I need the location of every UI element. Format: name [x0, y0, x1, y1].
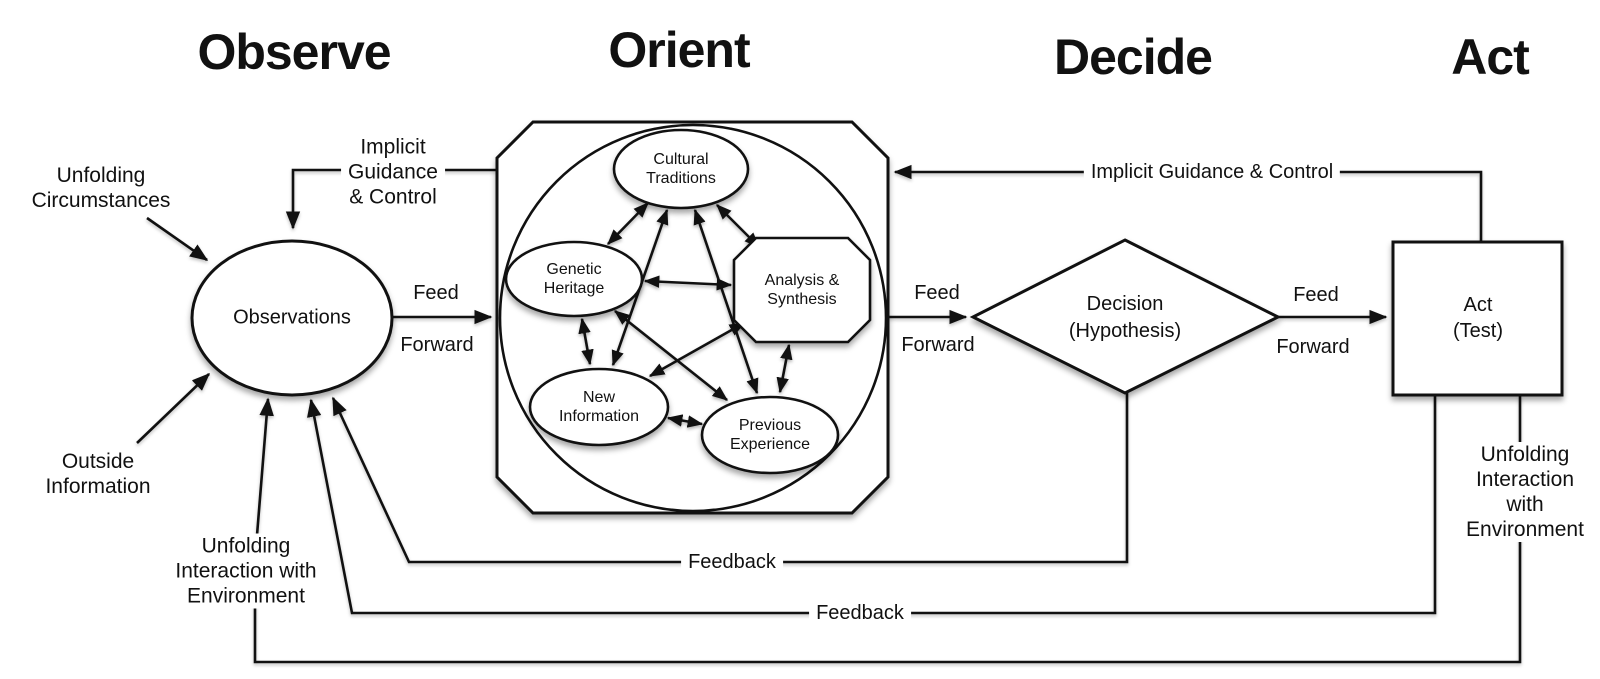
label-line: Unfolding: [1480, 443, 1570, 466]
analysis-synthesis-octagon: [732, 236, 872, 344]
label-line: Unfolding: [56, 164, 146, 187]
new-information-label: New Information: [559, 388, 639, 426]
label-feed-3: Feed: [1293, 284, 1339, 306]
label-line: Act: [1463, 294, 1493, 316]
label-feed-2: Feed: [914, 282, 960, 304]
act-label: Act (Test): [1453, 292, 1503, 344]
arrow-genetic-newinfo: [578, 317, 594, 366]
arrow-cultural-previous: [693, 208, 759, 395]
label-line: with: [1506, 493, 1544, 516]
arrow-analysis-previous: [776, 343, 793, 394]
arrow-newinfo-previous: [666, 414, 704, 428]
label-line: (Hypothesis): [1068, 320, 1182, 342]
title-orient: Orient: [608, 22, 750, 78]
cultural-traditions-ellipse: [612, 128, 750, 210]
label-outside-information: Outside Information: [45, 449, 150, 499]
decision-diamond: [969, 238, 1282, 395]
observations-label: Observations: [233, 306, 351, 329]
act-square: [1391, 240, 1564, 397]
label-line: Synthesis: [767, 291, 837, 308]
title-observe: Observe: [197, 24, 391, 80]
label-line: Outside: [61, 450, 135, 473]
label-implicit-guidance-left: Implicit Guidance & Control: [341, 134, 445, 210]
label-line: Interaction with: [175, 559, 317, 583]
label-line: Heritage: [543, 280, 605, 297]
label-feedback-act: Feedback: [809, 601, 911, 625]
arrow-outside-information: [136, 372, 211, 444]
label-line: Guidance: [348, 160, 438, 184]
cultural-traditions-label: Cultural Traditions: [646, 150, 716, 188]
label-forward-1: Forward: [400, 334, 474, 356]
arrow-environment-loop: [253, 395, 1522, 664]
label-implicit-guidance-right: Implicit Guidance & Control: [1083, 160, 1341, 184]
previous-experience-label: Previous Experience: [730, 416, 810, 454]
orient-circle: [498, 123, 888, 513]
arrow-unfolding-circumstances: [146, 216, 209, 262]
label-line: Environment: [1466, 518, 1584, 541]
title-decide: Decide: [1054, 29, 1213, 85]
label-line: (Test): [1453, 320, 1503, 342]
analysis-synthesis-label: Analysis & Synthesis: [765, 271, 840, 309]
label-line: Information: [558, 408, 640, 425]
label-line: Experience: [729, 436, 811, 453]
label-unfolding-circumstances: Unfolding Circumstances: [32, 163, 171, 213]
label-unfolding-interaction-left: Unfolding Interaction with Environment: [168, 533, 324, 609]
previous-experience-ellipse: [700, 395, 840, 475]
genetic-heritage-label: Genetic Heritage: [544, 260, 604, 298]
label-line: Unfolding: [201, 534, 291, 558]
arrow-genetic-previous: [614, 309, 728, 402]
label-unfolding-interaction-right: Unfolding Interaction with Environment: [1459, 442, 1591, 542]
label-line: New: [582, 389, 616, 406]
observations-ellipse: [190, 239, 394, 397]
genetic-heritage-ellipse: [504, 240, 644, 318]
label-line: Information: [45, 475, 151, 498]
label-line: Environment: [187, 584, 305, 608]
label-line: & Control: [349, 185, 437, 209]
label-forward-2: Forward: [901, 334, 975, 356]
label-line: Analysis &: [764, 272, 840, 289]
label-line: Implicit: [360, 135, 426, 159]
decision-label: Decision (Hypothesis): [1069, 291, 1181, 345]
label-forward-3: Forward: [1276, 336, 1350, 358]
label-line: Traditions: [646, 170, 716, 187]
label-line: Interaction: [1475, 468, 1575, 491]
label-feedback-decision: Feedback: [681, 550, 783, 574]
title-act: Act: [1451, 29, 1530, 85]
label-line: Cultural: [653, 151, 709, 168]
label-line: Decision: [1086, 293, 1164, 315]
label-line: Previous: [738, 417, 802, 434]
label-feed-1: Feed: [413, 282, 459, 304]
label-line: Circumstances: [31, 189, 171, 212]
new-information-ellipse: [528, 367, 670, 447]
label-line: Genetic: [546, 261, 602, 278]
